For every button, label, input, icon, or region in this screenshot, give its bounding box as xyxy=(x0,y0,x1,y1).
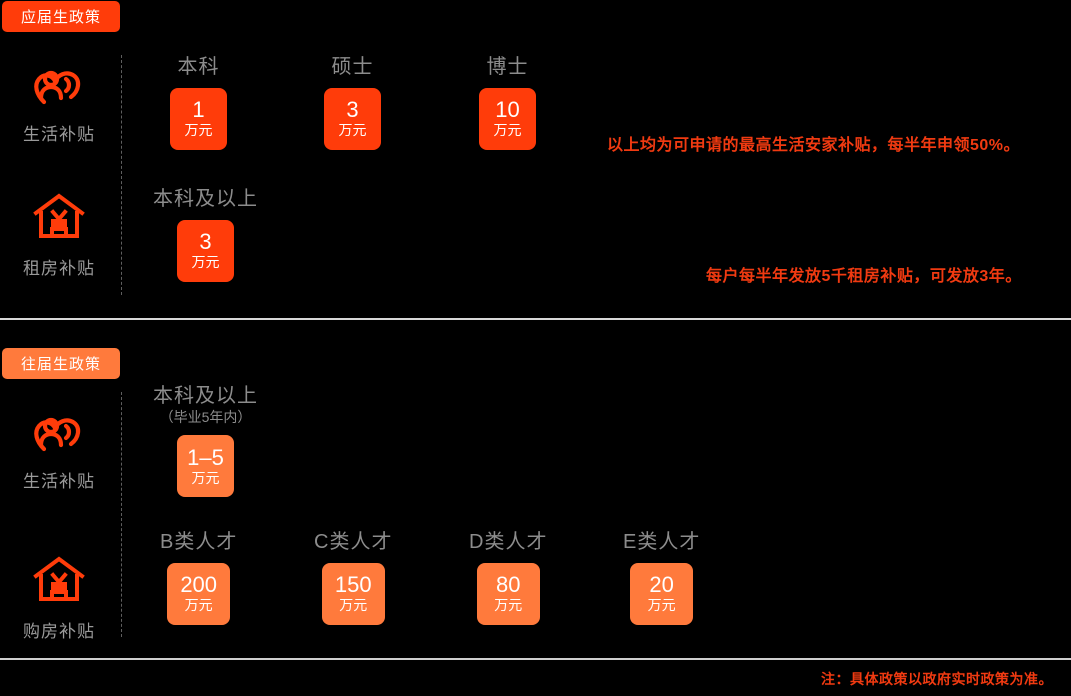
amount-badge: 200 万元 xyxy=(167,563,231,625)
amount-badge: 20 万元 xyxy=(630,563,694,625)
amount-unit: 万元 xyxy=(339,597,368,614)
section-badge-past-graduate: 往届生政策 xyxy=(2,348,120,379)
rail-rent-subsidy: 租房补贴 xyxy=(0,192,118,279)
amount-badge: 3 万元 xyxy=(177,220,234,282)
amount-value: 1 xyxy=(192,97,205,123)
tier-title: 硕士 xyxy=(331,56,374,78)
tier-talent-c: C类人才 150 万元 xyxy=(314,531,392,625)
amount-value: 150 xyxy=(334,572,372,598)
amount-value: 80 xyxy=(495,572,521,598)
amount-unit: 万元 xyxy=(338,122,367,139)
section-badge-fresh-graduate: 应届生政策 xyxy=(2,1,120,32)
amount-unit: 万元 xyxy=(493,122,522,139)
amount-badge: 80 万元 xyxy=(476,563,540,625)
amount-badge: 150 万元 xyxy=(321,563,385,625)
tier-talent-d: D类人才 80 万元 xyxy=(469,531,547,625)
tier-talent-b: B类人才 200 万元 xyxy=(160,531,237,625)
tier-subtitle: （毕业5年内） xyxy=(159,409,252,425)
person-in-heart-icon xyxy=(31,58,87,108)
amount-badge: 10 万元 xyxy=(479,88,536,150)
amount-unit: 万元 xyxy=(494,597,523,614)
amount-value: 1–5 xyxy=(187,444,224,470)
amount-unit: 万元 xyxy=(184,597,213,614)
amount-unit: 万元 xyxy=(184,122,213,139)
tier-title: 本科及以上 xyxy=(153,385,258,407)
section-divider xyxy=(0,318,1071,320)
note-rent-subsidy: 每户每半年发放5千租房补贴，可发放3年。 xyxy=(706,268,1022,285)
rail-living-allowance-past: 生活补贴 xyxy=(0,405,118,492)
amount-badge: 1 万元 xyxy=(170,88,227,150)
amount-unit: 万元 xyxy=(647,597,676,614)
amount-badge: 1–5 万元 xyxy=(177,435,234,498)
tier-past-living-bachelor-plus: 本科及以上 （毕业5年内） 1–5 万元 xyxy=(153,385,258,498)
rail-caption: 购房补贴 xyxy=(23,622,95,641)
rail-caption: 租房补贴 xyxy=(23,259,95,278)
amount-badge: 3 万元 xyxy=(324,88,381,150)
amount-unit: 万元 xyxy=(191,469,220,486)
tier-fresh-living-bachelor: 本科 1 万元 xyxy=(170,56,227,150)
footer-divider xyxy=(0,658,1071,660)
tier-fresh-living-doctor: 博士 10 万元 xyxy=(479,56,536,150)
tier-title: E类人才 xyxy=(623,531,701,553)
person-in-heart-icon xyxy=(31,405,87,455)
tier-title: 本科 xyxy=(177,56,220,78)
note-living-allowance: 以上均为可申请的最高生活安家补贴，每半年申领50%。 xyxy=(607,137,1021,154)
tier-fresh-rent-bachelor-plus: 本科及以上 3 万元 xyxy=(153,188,258,282)
tier-title: C类人才 xyxy=(314,531,393,553)
tier-title: 本科及以上 xyxy=(153,188,258,210)
rail-caption: 生活补贴 xyxy=(23,125,95,144)
house-with-yuan-icon xyxy=(31,555,87,605)
column-divider-upper xyxy=(121,55,122,295)
rail-caption: 生活补贴 xyxy=(23,472,95,491)
column-divider-lower xyxy=(121,392,122,637)
amount-unit: 万元 xyxy=(191,254,220,271)
amount-value: 3 xyxy=(346,97,359,123)
tier-title: D类人才 xyxy=(469,531,548,553)
amount-value: 20 xyxy=(649,572,674,598)
amount-value: 200 xyxy=(180,572,218,598)
rail-home-purchase-subsidy: 购房补贴 xyxy=(0,555,118,642)
amount-value: 10 xyxy=(495,97,520,123)
tier-title: B类人才 xyxy=(160,531,238,553)
rail-living-allowance-fresh: 生活补贴 xyxy=(0,58,118,145)
tier-fresh-living-master: 硕士 3 万元 xyxy=(324,56,381,150)
tier-talent-e: E类人才 20 万元 xyxy=(623,531,700,625)
house-with-yuan-icon xyxy=(31,192,87,242)
amount-value: 3 xyxy=(199,229,212,255)
footer-note: 注：具体政策以政府实时政策为准。 xyxy=(821,671,1053,687)
tier-title: 博士 xyxy=(486,56,529,78)
